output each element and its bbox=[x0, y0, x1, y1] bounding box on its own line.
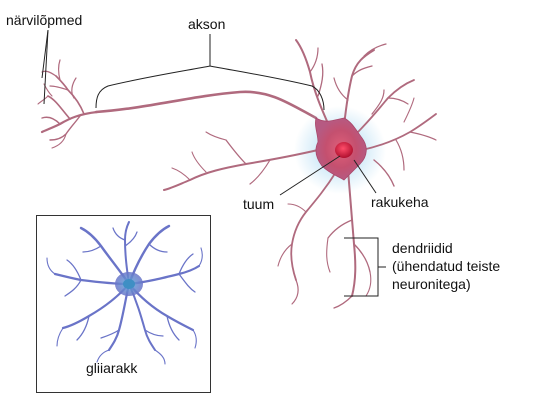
axon-fiber bbox=[94, 90, 318, 120]
label-dendrites-note-2: neuronitega) bbox=[392, 276, 471, 292]
label-glial-cell: gliiarakk bbox=[86, 360, 138, 376]
leader-lines bbox=[41, 29, 386, 297]
nucleus bbox=[335, 142, 353, 158]
label-dendrites-note-1: (ühendatud teiste bbox=[392, 258, 501, 274]
glial-cell-inset bbox=[36, 215, 211, 393]
label-nucleus: tuum bbox=[243, 196, 275, 212]
label-nerve-endings: närvilõpmed bbox=[6, 12, 83, 28]
label-cell-body: rakukeha bbox=[371, 194, 429, 210]
label-dendrites: dendriidid bbox=[392, 240, 453, 256]
nerve-endings bbox=[37, 59, 99, 149]
label-axon: akson bbox=[188, 16, 226, 32]
dendrites bbox=[163, 39, 437, 309]
glial-cell-illustration bbox=[46, 221, 203, 365]
